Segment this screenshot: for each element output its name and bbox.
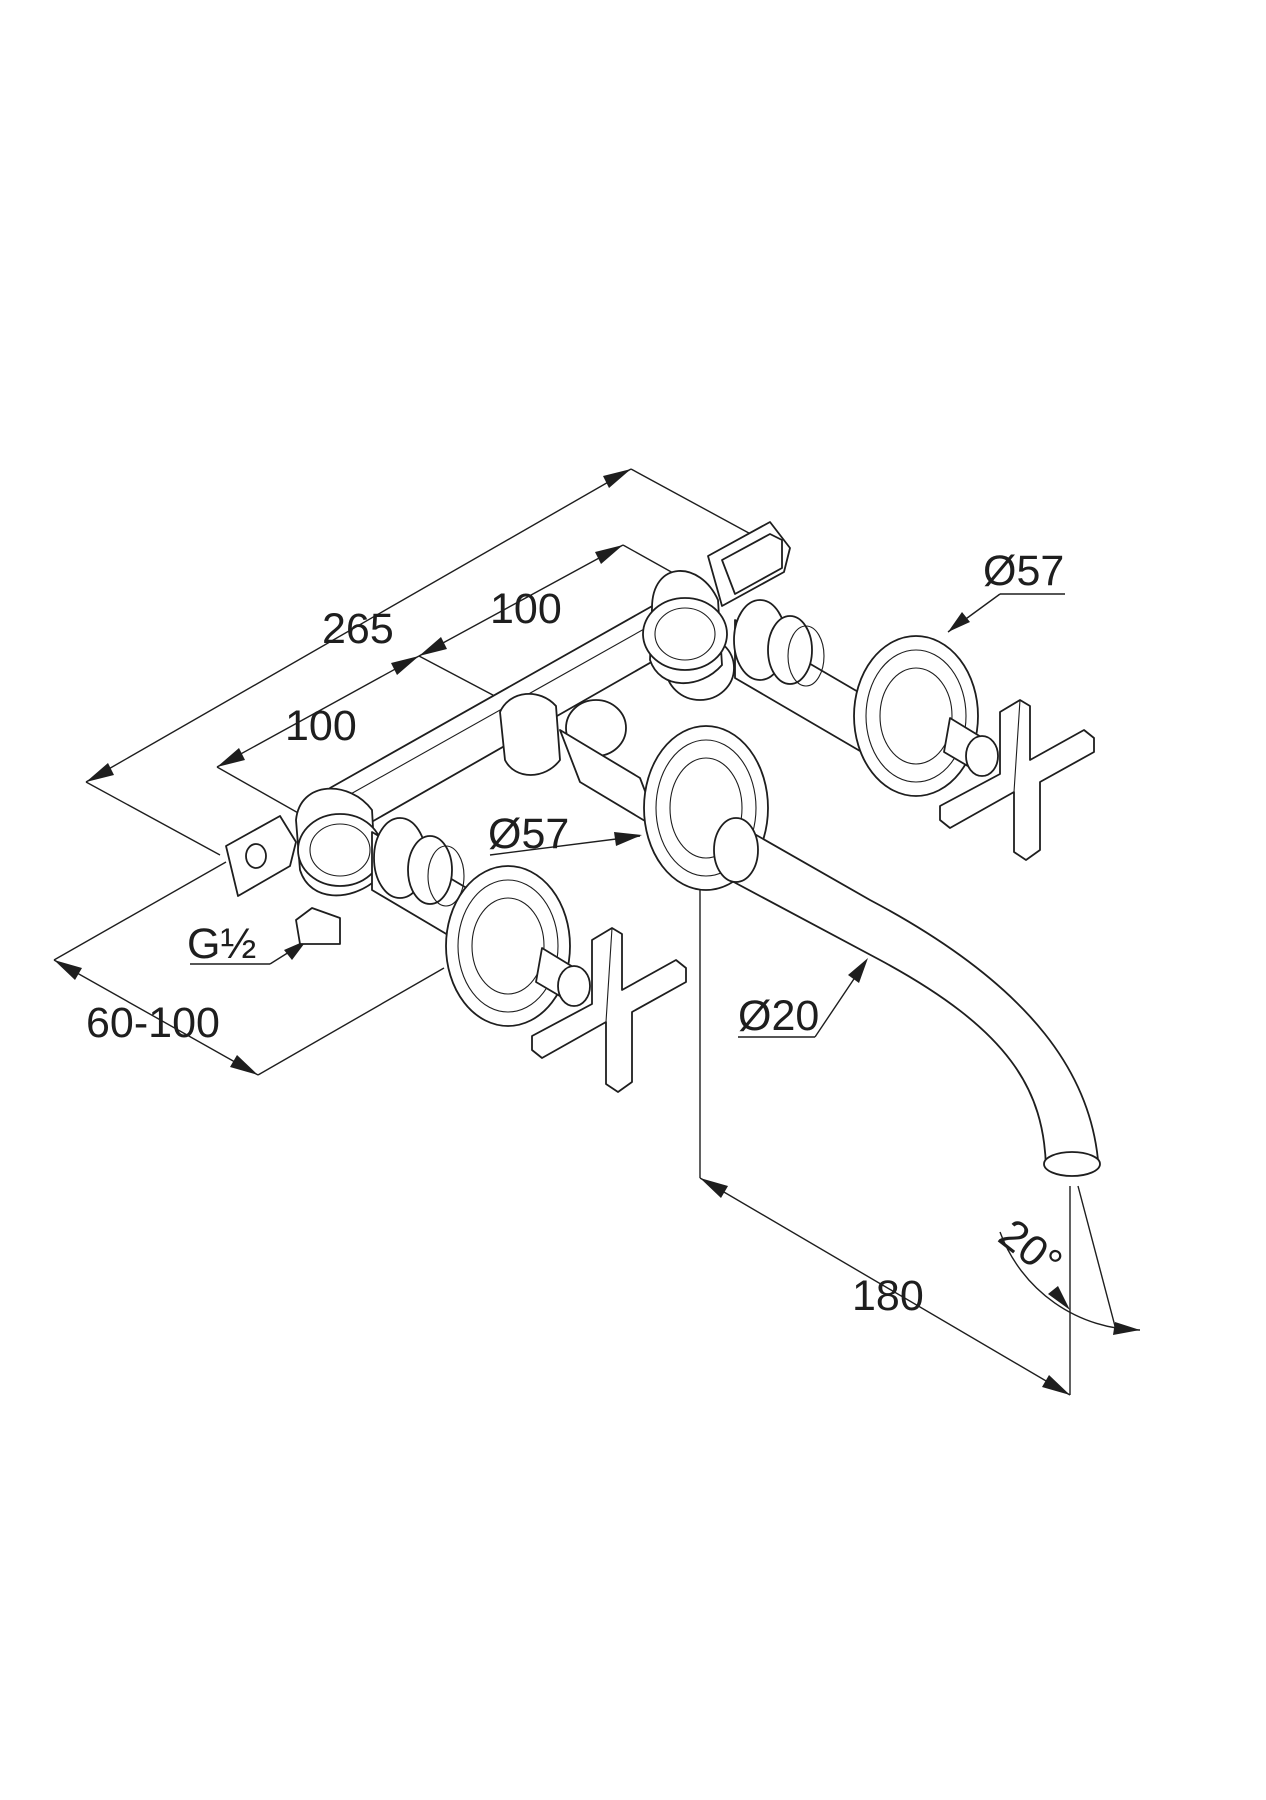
dim-overall-width: 265	[322, 605, 394, 653]
dim-connection-thread: G½	[187, 920, 256, 968]
dim-rosette-spout: Ø57	[488, 810, 569, 858]
dim-center-spacing-right: 100	[490, 585, 562, 633]
dim-spout-angle: 20°	[990, 1210, 1071, 1288]
dim-center-spacing-left: 100	[285, 702, 357, 750]
dim-rosette-right: Ø57	[983, 547, 1064, 595]
dim-spout-diameter: Ø20	[738, 992, 819, 1040]
faucet-body	[225, 521, 1101, 1177]
dim-wall-depth: 60-100	[86, 999, 220, 1047]
dim-spout-reach: 180	[852, 1272, 924, 1320]
